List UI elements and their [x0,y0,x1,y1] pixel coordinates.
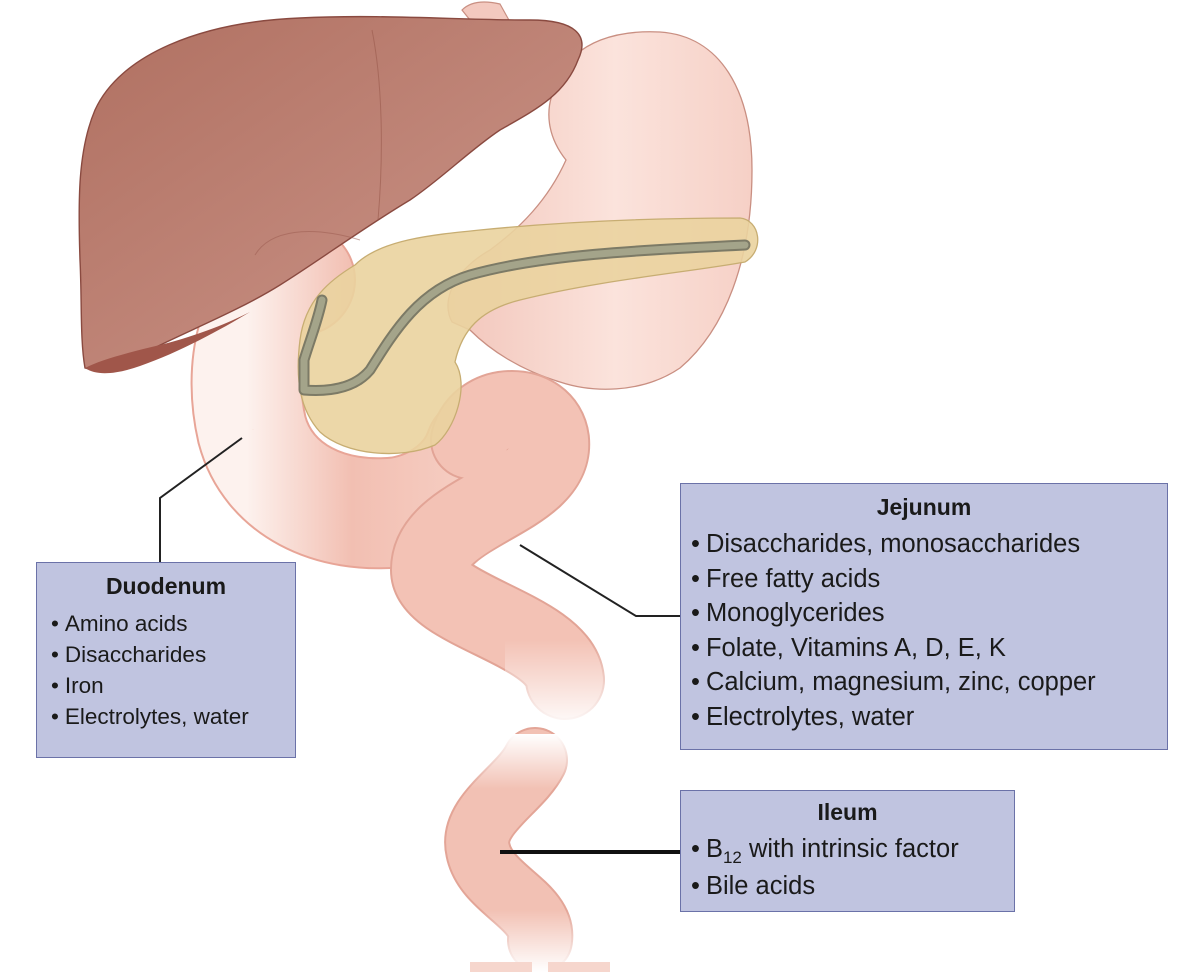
stomach [447,31,753,390]
list-item: Folate, Vitamins A, D, E, K [691,631,1167,666]
list-item: Bile acids [691,869,1014,904]
bottom-stub-left [470,962,532,972]
duodenum-leader-line [159,437,243,562]
list-item: Electrolytes, water [691,700,1167,735]
liver [78,15,583,370]
list-item: Free fatty acids [691,562,1167,597]
jejunum-absorbed-list: Disaccharides, monosaccharides Free fatt… [691,527,1167,735]
bottom-stub-right [548,962,610,972]
ileum-title: Ileum [817,799,878,825]
ileum-label-box: Ileum B12 with intrinsic factor Bile aci… [680,790,1015,912]
ileum-fade-bottom [470,910,580,972]
list-item: Amino acids [51,608,295,639]
list-item: Iron [51,670,295,701]
list-item-b12: B12 with intrinsic factor [691,832,1014,869]
list-item: Monoglycerides [691,596,1167,631]
list-item: Calcium, magnesium, zinc, copper [691,665,1167,700]
ileum-fade-top [470,734,580,789]
list-item: Disaccharides [51,639,295,670]
list-item: Electrolytes, water [51,701,295,732]
b12-letter: B [705,835,723,863]
ileum-absorbed-list: B12 with intrinsic factor Bile acids [691,832,1014,904]
pancreas [297,217,759,455]
b12-rest: with intrinsic factor [741,835,959,863]
pancreatic-duct-inner [300,241,749,394]
liver-underside [85,312,250,374]
duodenum-title: Duodenum [105,573,227,599]
jejunum-fade [505,640,615,730]
duodenum-label-box: Duodenum Amino acids Disaccharides Iron … [36,562,296,758]
list-item: Disaccharides, monosaccharides [691,527,1167,562]
jejunum-label-box: Jejunum Disaccharides, monosaccharides F… [680,483,1168,750]
b12-subscript: 12 [722,848,742,867]
liver-lobe-line [371,29,382,221]
jejunum-fill [391,372,603,718]
duodenum-absorbed-list: Amino acids Disaccharides Iron Electroly… [51,608,295,732]
jejunum-leader-line [519,544,680,617]
liver-lobe-line-2 [254,231,361,256]
jejunum-title: Jejunum [876,494,972,520]
